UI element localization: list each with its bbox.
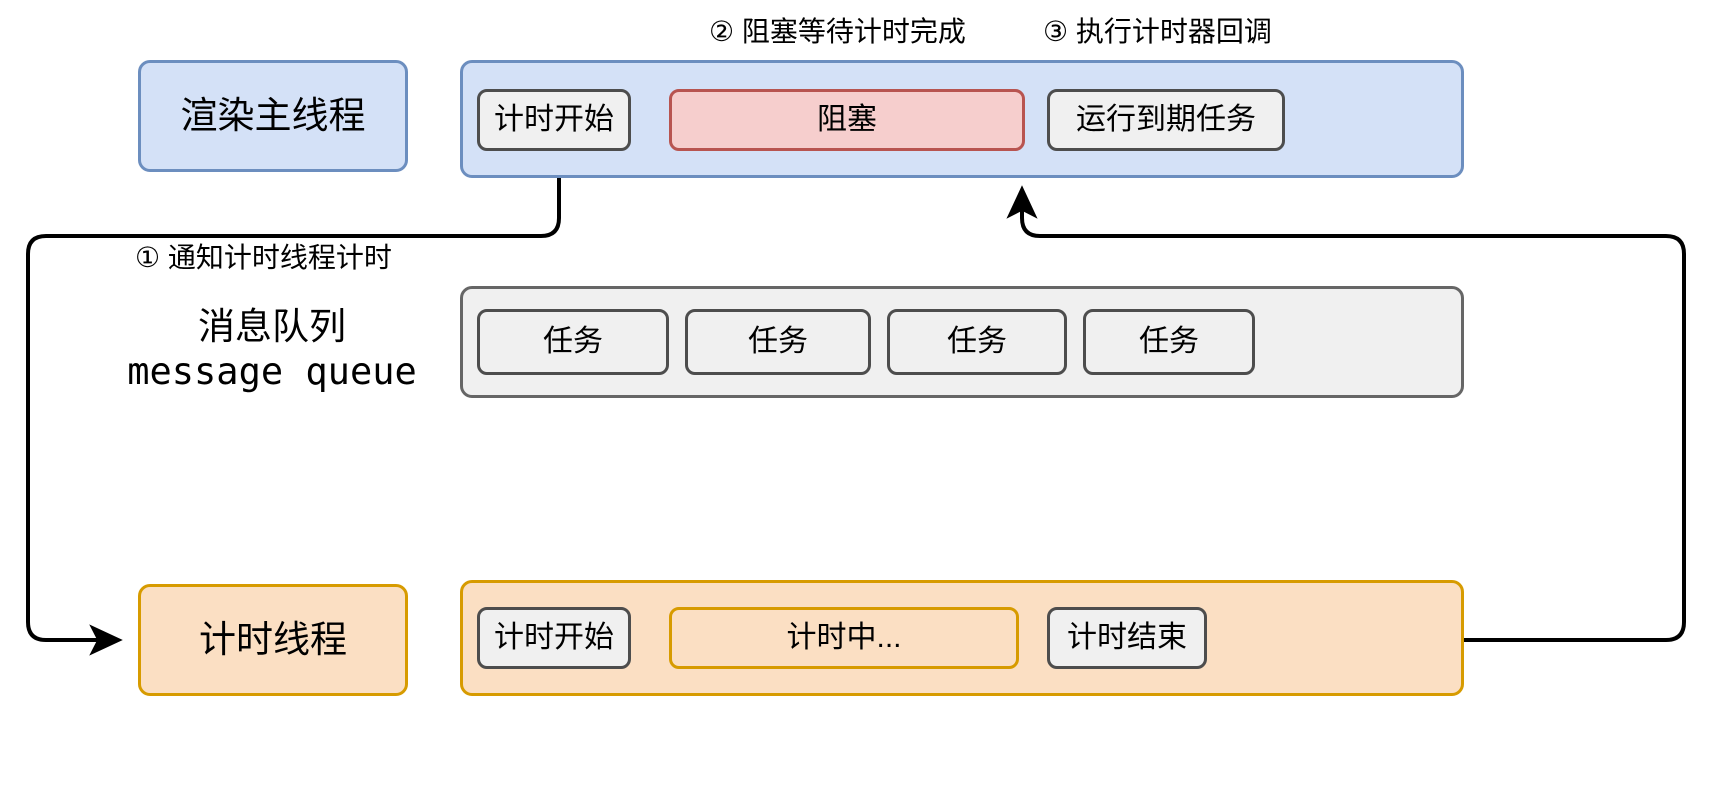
queue-task-3[interactable]: 任务 bbox=[887, 309, 1067, 375]
timer-step-end[interactable]: 计时结束 bbox=[1047, 607, 1207, 669]
annotation-step-1: ① 通知计时线程计时 bbox=[135, 242, 392, 273]
queue-task-4[interactable]: 任务 bbox=[1083, 309, 1255, 375]
main-step-timer-start[interactable]: 计时开始 bbox=[477, 89, 631, 151]
message-queue-title-cn: 消息队列 bbox=[198, 306, 346, 347]
message-queue-title-en: message queue bbox=[127, 350, 417, 394]
queue-task-1[interactable]: 任务 bbox=[477, 309, 669, 375]
message-queue-container: 任务 任务 任务 任务 bbox=[460, 286, 1464, 398]
lane-label-timer-thread: 计时线程 bbox=[138, 584, 408, 696]
connector-timer-done bbox=[1006, 185, 1686, 642]
message-queue-title: 消息队列 message queue bbox=[118, 304, 426, 394]
timer-step-counting[interactable]: 计时中... bbox=[669, 607, 1019, 669]
main-step-blocked[interactable]: 阻塞 bbox=[669, 89, 1025, 151]
annotation-step-3: ③ 执行计时器回调 bbox=[1043, 16, 1272, 47]
queue-task-2[interactable]: 任务 bbox=[685, 309, 871, 375]
lane-track-main-thread: 计时开始 阻塞 运行到期任务 bbox=[460, 60, 1464, 178]
lane-track-timer-thread: 计时开始 计时中... 计时结束 bbox=[460, 580, 1464, 696]
connector-notify-timer bbox=[26, 163, 561, 656]
timer-step-start[interactable]: 计时开始 bbox=[477, 607, 631, 669]
lane-label-main-thread: 渲染主线程 bbox=[138, 60, 408, 172]
main-step-run-due-task[interactable]: 运行到期任务 bbox=[1047, 89, 1285, 151]
annotation-step-2: ② 阻塞等待计时完成 bbox=[709, 16, 966, 47]
